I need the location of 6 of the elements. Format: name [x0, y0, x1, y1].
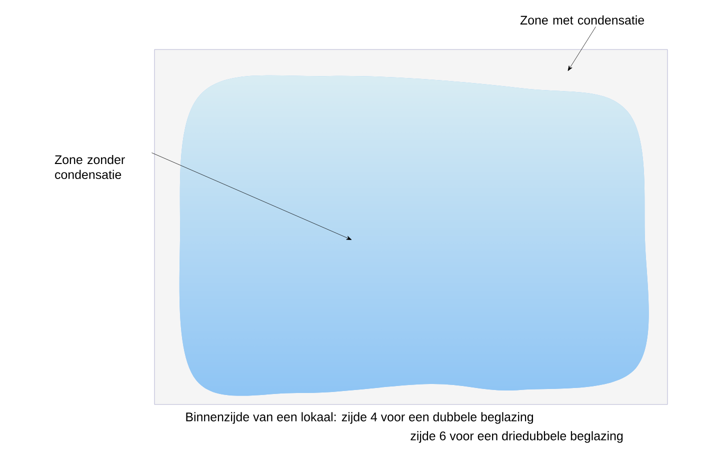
leader-line [152, 152, 352, 240]
callout-text: Zone zonder condensatie [54, 154, 125, 180]
callout-text: Zone met condensatie [520, 15, 644, 25]
caption-text: zijde 6 voor een driedubbele beglazing [410, 431, 623, 443]
leader-line [568, 26, 596, 71]
zone-area [179, 75, 649, 396]
